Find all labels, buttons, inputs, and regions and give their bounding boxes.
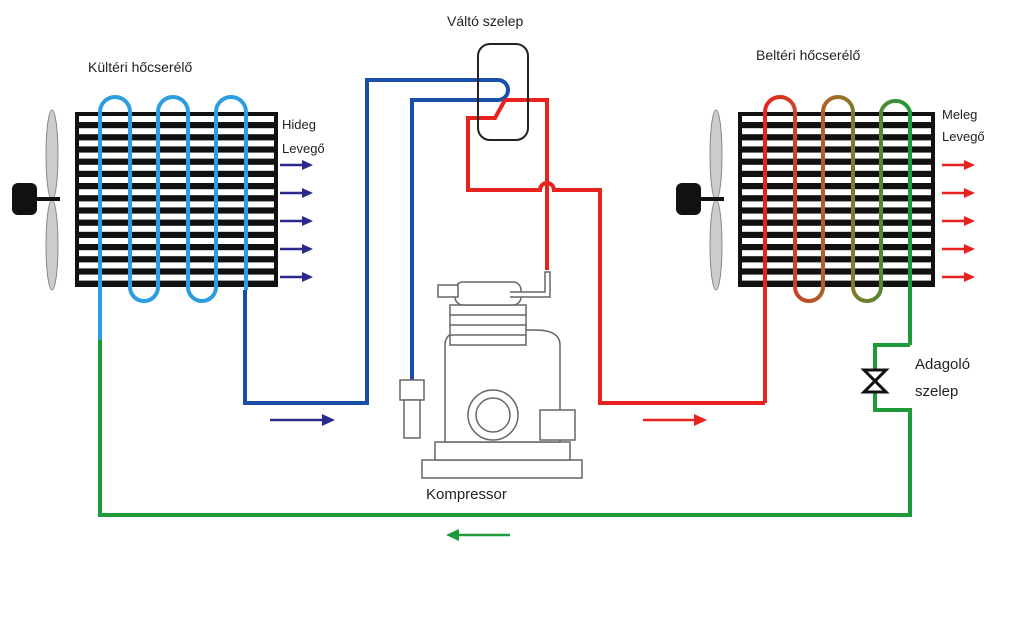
fin [742, 225, 931, 232]
reversing-valve [477, 43, 529, 141]
liquid-pipe [98, 340, 912, 517]
cold-air-label-2: Levegő [282, 141, 325, 156]
fin [79, 116, 274, 122]
fin [742, 213, 931, 220]
indoor-heat-exchanger [738, 95, 935, 403]
expansion-valve-icon [860, 368, 890, 394]
air-arrow [942, 160, 975, 170]
fin [742, 238, 931, 244]
fin [79, 274, 274, 281]
hot-pipe-discharge [505, 98, 549, 270]
warm-air-label-1: Meleg [942, 107, 978, 122]
compressor-label: Kompressor [426, 486, 507, 503]
fin [742, 189, 931, 196]
fin [742, 177, 931, 183]
outdoor-exchanger-label: Kültéri hőcserélő [88, 59, 193, 75]
fin [79, 201, 274, 208]
indoor-exchanger-label: Beltéri hőcserélő [756, 47, 861, 63]
reversing-valve-label: Váltó szelep [447, 13, 524, 29]
air-arrow [942, 272, 975, 282]
cold-pipe-suction [410, 98, 490, 380]
fin [79, 225, 274, 232]
fin [79, 238, 274, 244]
air-arrow [942, 188, 975, 198]
fin [742, 201, 931, 208]
fin [79, 152, 274, 159]
fin [79, 140, 274, 147]
warm-air-arrows [942, 160, 975, 282]
fin [79, 262, 274, 269]
warm-air-label-2: Levegő [942, 129, 985, 144]
fin [79, 177, 274, 183]
air-arrow [280, 244, 313, 254]
cold-air-arrows [280, 160, 313, 282]
fin [79, 213, 274, 220]
flow-arrow-blue [270, 414, 335, 426]
cold-pipe-outdoor [243, 78, 490, 405]
fin [742, 274, 931, 281]
compressor-icon [399, 271, 583, 479]
air-arrow [942, 216, 975, 226]
air-arrow [280, 188, 313, 198]
flow-arrow-green [446, 529, 510, 541]
air-arrow [280, 216, 313, 226]
outdoor-heat-exchanger [75, 95, 278, 340]
fin [79, 128, 274, 135]
air-arrow [942, 244, 975, 254]
fin [742, 152, 931, 159]
expansion-valve-label-1: Adagoló [915, 356, 971, 373]
fin [742, 140, 931, 147]
air-arrow [280, 272, 313, 282]
fin [79, 164, 274, 171]
fin [742, 250, 931, 257]
valve-u-bend [490, 78, 510, 102]
cold-air-label-1: Hideg [282, 117, 316, 132]
air-arrow [280, 160, 313, 170]
fin [742, 164, 931, 171]
fin [742, 262, 931, 269]
fin [742, 116, 931, 122]
fin [79, 250, 274, 257]
indoor-fan-icon [676, 109, 724, 291]
fin [79, 189, 274, 196]
outdoor-fan-icon [12, 109, 60, 291]
expansion-valve-label-2: szelep [915, 383, 959, 400]
fin [742, 128, 931, 135]
flow-arrow-red [643, 414, 707, 426]
